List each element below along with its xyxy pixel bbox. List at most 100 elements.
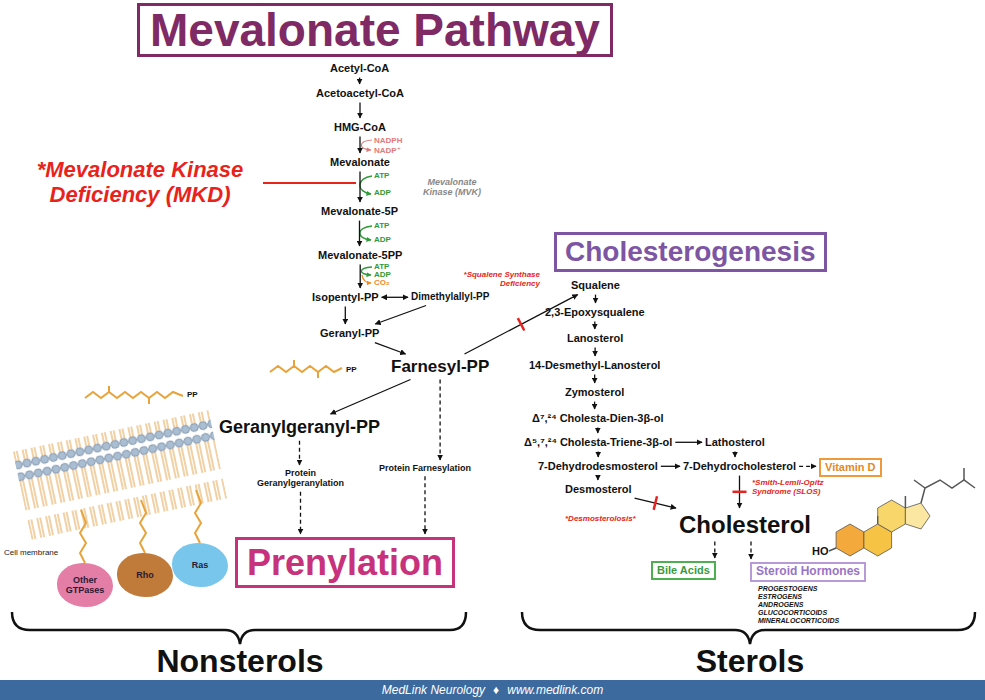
node-text: Rho	[136, 570, 154, 580]
geranylgeranyl-branches	[148, 398, 150, 404]
node-text: Mevalonate-5PP	[318, 249, 402, 262]
node-text: Steroid Hormones	[750, 562, 866, 582]
pathway-arrow	[734, 452, 735, 457]
inhibition-bar	[654, 496, 657, 510]
cofactor-label: CO₂	[374, 279, 390, 287]
pathway-arrow	[750, 542, 751, 559]
node-text: Mevalonate-5P	[321, 205, 398, 218]
node-text: Farnesyl-PP	[391, 357, 489, 377]
lipid-anchor	[140, 500, 146, 553]
metabolite: Mevalonate	[330, 156, 390, 169]
cofactor-label: ATP	[374, 222, 389, 230]
disease-label: *Smith-Lemli-Opitz Syndrome (SLOS)	[752, 478, 837, 496]
node-text: Protein Farnesylation	[379, 463, 471, 473]
node-text: Geranyl-PP	[320, 327, 379, 340]
node-text: Protein Geranylgeranylation	[243, 468, 358, 489]
node-text: HMG-CoA	[334, 121, 386, 134]
product-box: Bile Acids	[651, 561, 716, 580]
process-text: Protein Geranylgeranylation	[243, 468, 358, 489]
metabolite: Isopentyl-PP	[312, 291, 379, 304]
product-box: Vitamin D	[819, 458, 882, 477]
node-text: Bile Acids	[657, 564, 710, 577]
node-body: PROGESTOGENS ESTROGENS ANDROGENS GLUCOCO…	[758, 585, 839, 625]
node-text: Mevalonate	[330, 156, 390, 169]
pathway-arrow	[299, 441, 300, 465]
methyl-bond	[905, 496, 907, 508]
pathway-arrow	[359, 172, 360, 202]
pathway-arrow	[594, 348, 595, 356]
pathway-arrow	[375, 306, 426, 325]
metabolite: Dimethylallyl-PP	[411, 291, 489, 303]
node-text: Lanosterol	[567, 332, 623, 345]
metabolite: HMG-CoA	[334, 121, 386, 134]
pathway-arrow	[661, 466, 680, 467]
group-label: PP	[187, 390, 198, 399]
metabolite: Geranylgeranyl-PP	[219, 417, 380, 438]
pathway-arrow	[594, 402, 595, 409]
farnesyl-chain	[270, 366, 342, 372]
pathway-arrow	[359, 103, 360, 118]
side-chain	[921, 480, 975, 503]
node-text: Dimethylallyl-PP	[411, 291, 489, 303]
inhibition-bar	[733, 491, 747, 494]
node-text: Δ⁷,²⁴ Cholesta-Dien-3β-ol	[532, 412, 664, 425]
section-box: Prenylation	[235, 537, 455, 588]
metabolite: Farnesyl-PP	[391, 357, 489, 377]
metabolite: Lathosterol	[705, 436, 765, 449]
bracket	[522, 612, 975, 644]
sterol-ring	[836, 524, 864, 556]
metabolite: 14-Desmethyl-Lanosterol	[529, 359, 660, 372]
cofactor-arrow	[360, 176, 372, 194]
metabolite: Mevalonate-5P	[321, 205, 398, 218]
node-text: Acetoacetyl-CoA	[316, 87, 404, 100]
pathway-arrow	[359, 221, 360, 246]
section-box: Cholesterogenesis	[554, 232, 827, 272]
farnesyl-branches	[317, 372, 319, 378]
cofactor-label: NADP⁺	[374, 146, 401, 155]
metabolite: Mevalonate-5PP	[318, 249, 402, 262]
node-text: Vitamin D	[825, 461, 876, 474]
pathway-arrow	[597, 476, 598, 480]
pathway-arrow	[360, 265, 361, 288]
node-text: Squalene	[571, 279, 620, 292]
disease-label: *Mevalonate Kinase Deficiency (MKD)	[20, 157, 260, 208]
pathway-arrow	[799, 466, 816, 467]
pathway-arrow	[439, 380, 440, 461]
protein-blob: Other GTPases	[57, 563, 113, 607]
product-box: Steroid HormonesPROGESTOGENS ESTROGENS A…	[750, 562, 866, 625]
hydroxyl-bond	[829, 548, 836, 551]
pathway-arrow	[595, 295, 596, 303]
part-label: Cell membrane	[4, 548, 58, 557]
node-text: Desmosterol	[565, 483, 632, 496]
pathway-arrow	[375, 343, 406, 354]
geranylgeranyl-branches	[108, 386, 110, 392]
node-text: Δ⁵,⁷,²⁴ Cholesta-Triene-3β-ol	[524, 436, 672, 449]
bracket	[12, 612, 466, 644]
section-label: Sterols	[600, 644, 900, 679]
cofactor-label: ADP	[374, 189, 391, 197]
group-label: PP	[346, 365, 357, 374]
pathway-arrow	[345, 307, 346, 324]
farnesyl-branches	[293, 360, 295, 366]
pathway-arrow	[331, 380, 411, 415]
metabolite: Lanosterol	[567, 332, 623, 345]
process-text: Protein Farnesylation	[379, 463, 471, 473]
cofactor-arrow	[360, 226, 372, 240]
pathway-arrow	[594, 322, 595, 329]
methyl-bond	[914, 480, 925, 488]
metabolite: Δ⁷,²⁴ Cholesta-Dien-3β-ol	[532, 412, 664, 425]
pathway-arrow	[382, 297, 408, 298]
pathway-arrow	[594, 375, 595, 383]
lipid-anchor	[80, 510, 86, 563]
node-text: Cholesterol	[679, 511, 811, 539]
methyl-bond	[963, 468, 965, 480]
node-text: Isopentyl-PP	[312, 291, 379, 304]
pathway-arrow	[300, 492, 301, 534]
metabolite: Squalene	[571, 279, 620, 292]
geranylgeranyl-chain	[85, 392, 183, 398]
section-label: Nonsterols	[90, 644, 390, 679]
footer-bar: MedLink Neurology♦www.medlink.com	[0, 680, 985, 700]
footer-text: ♦	[493, 683, 499, 697]
cofactor-label: ADP	[374, 271, 391, 279]
